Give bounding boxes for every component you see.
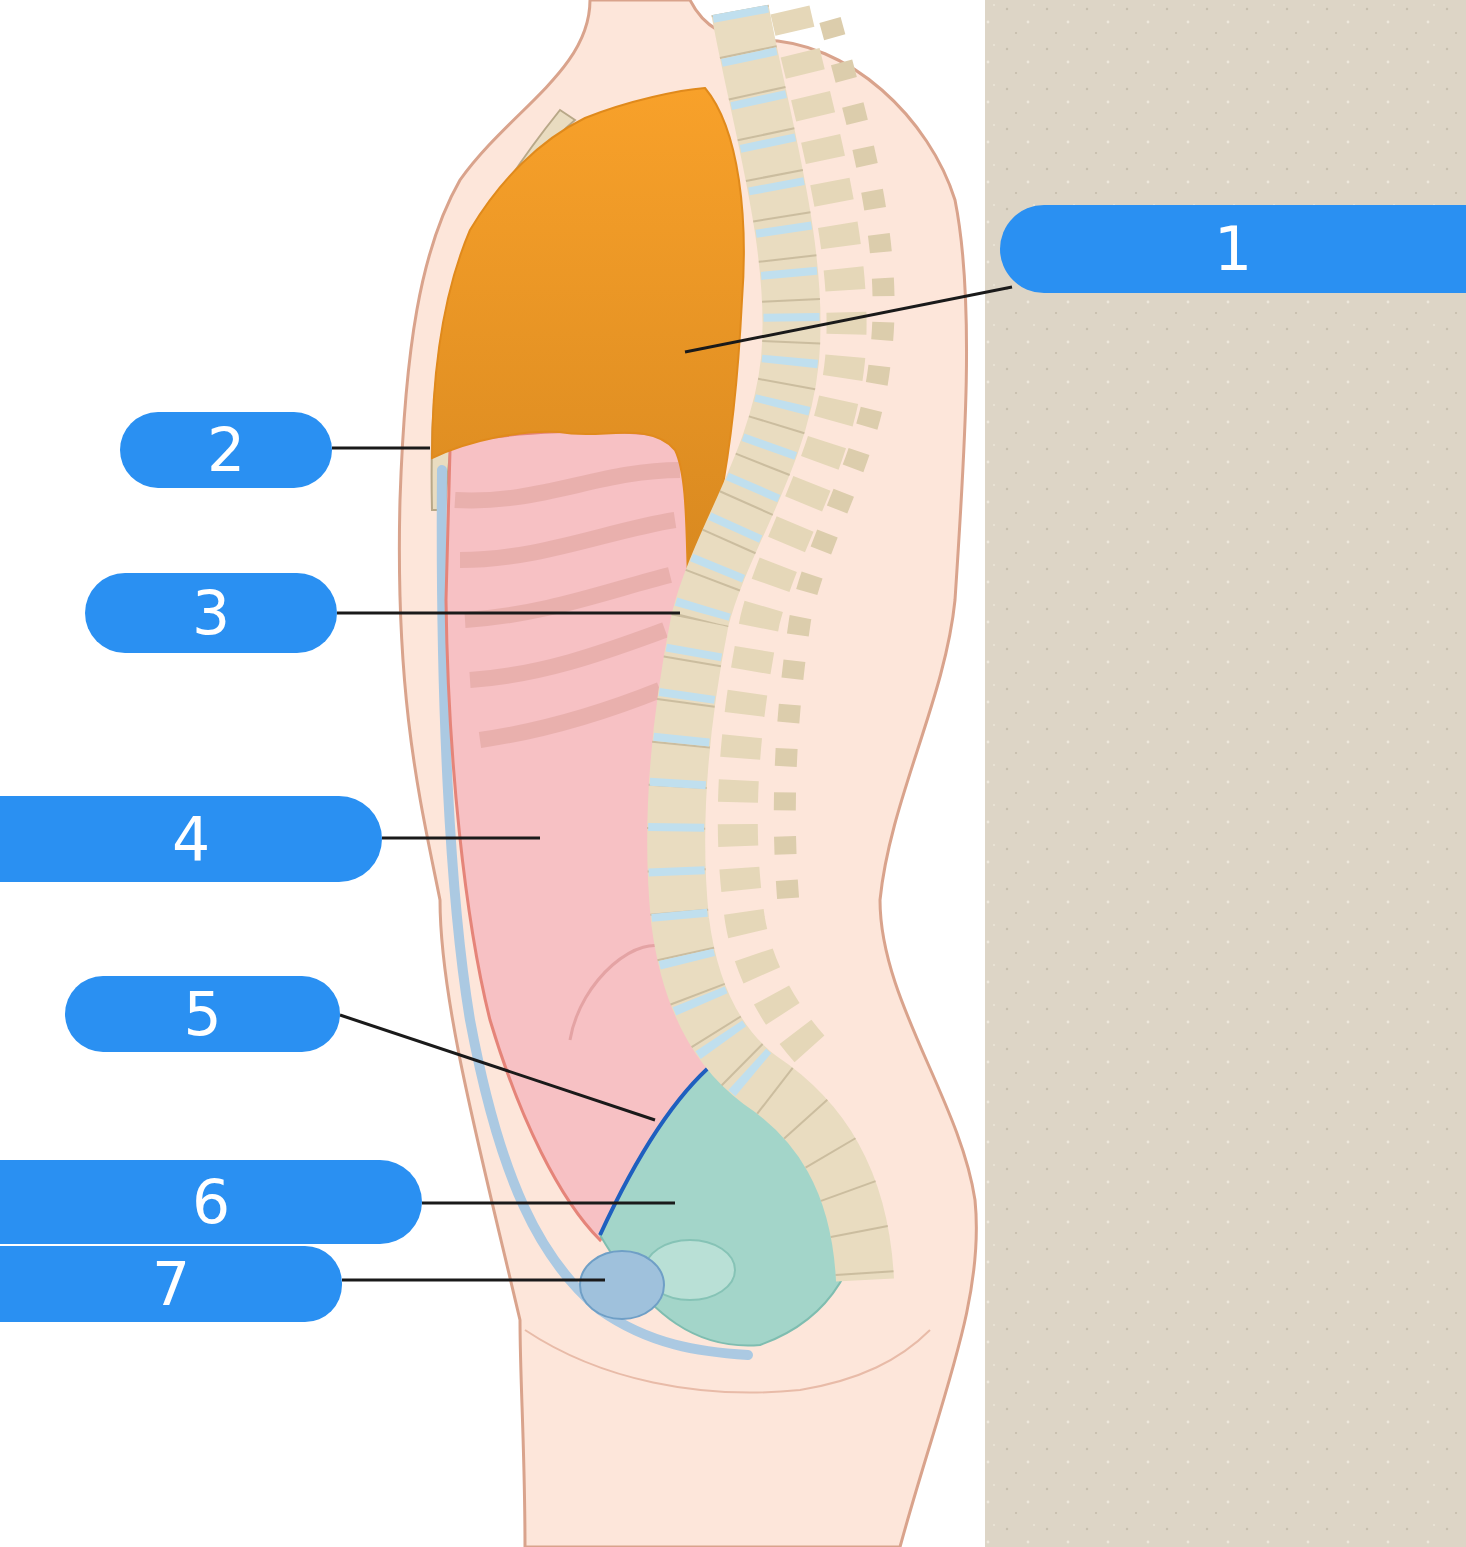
ribs [455,470,680,740]
callout-number: 3 [192,583,230,643]
callout-pill: 1 [1000,205,1466,293]
callout-pill: 2 [120,412,332,488]
vertebral-column [676,10,884,1280]
callout-pill: 6 [0,1160,422,1244]
leader-lines [332,287,1012,1280]
callout-pill: 3 [85,573,337,653]
callout-pill: 4 [0,796,382,882]
textured-panel [985,0,1466,1547]
body-outline [399,0,976,1547]
callout-number: 6 [192,1172,230,1232]
callout-pill: 7 [0,1246,342,1322]
pelvic-boundary [600,1062,715,1235]
callout-number: 4 [172,809,210,869]
callout-number: 5 [183,984,221,1044]
callout-number: 7 [152,1254,190,1314]
callout-number: 2 [207,420,245,480]
callout-number: 1 [1214,219,1252,279]
organ-outline [570,946,670,1040]
bladder [580,1251,664,1319]
callout-pill: 5 [65,976,340,1052]
